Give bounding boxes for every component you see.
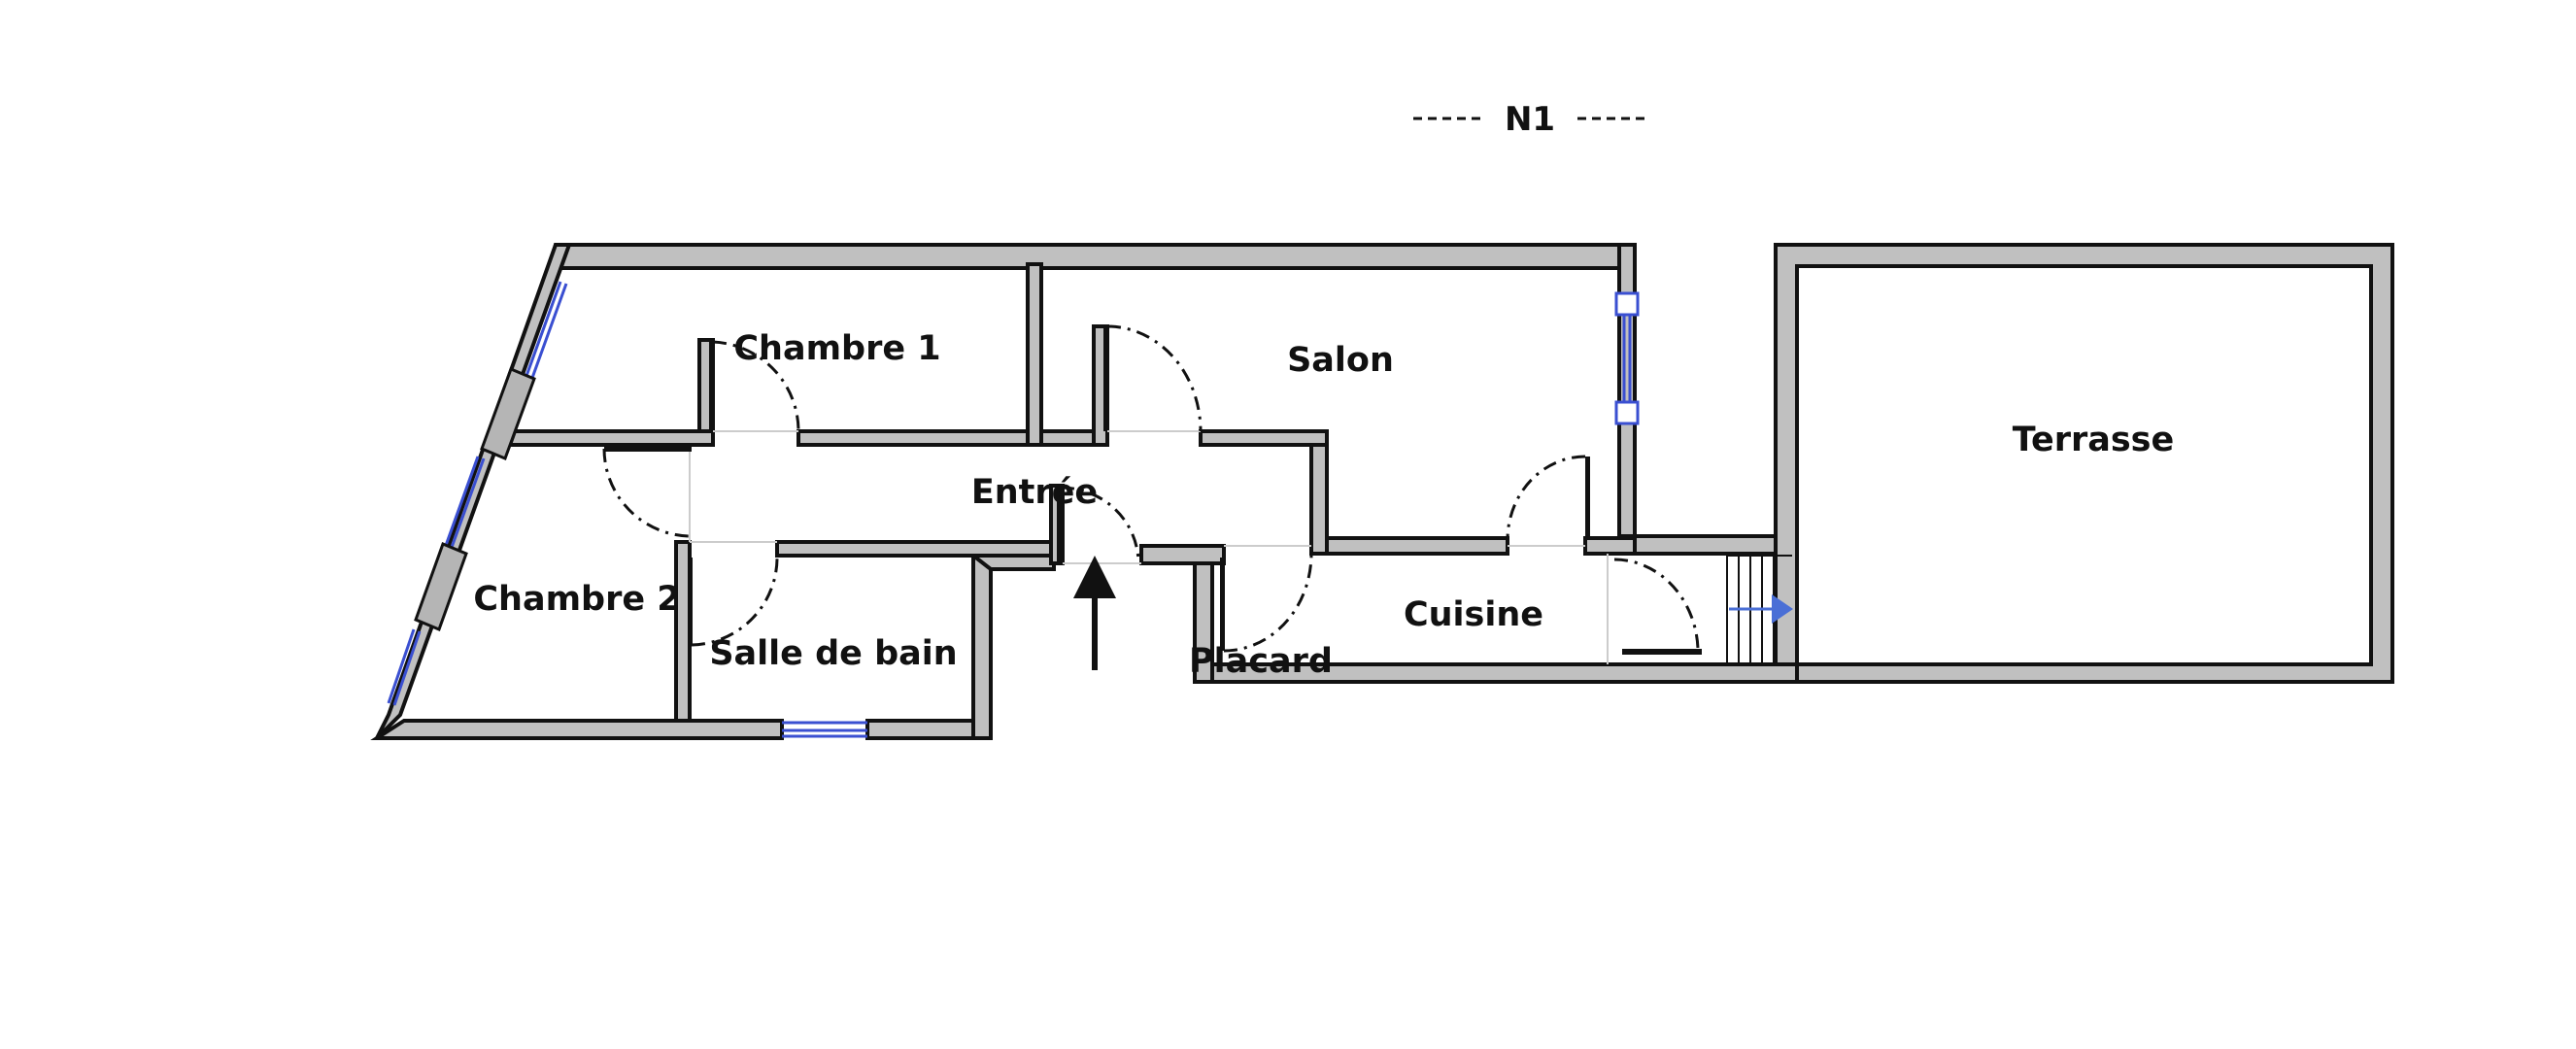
stair-direction-arrow-icon <box>1729 594 1793 624</box>
door-terrace-swing <box>1613 558 1700 650</box>
entrance-arrow-icon <box>1073 556 1116 670</box>
wall-corridor-top-middle <box>797 429 1096 447</box>
door-salon-leaf <box>1103 326 1107 431</box>
room-label-placard: Placard <box>1189 642 1333 681</box>
door-chambre2-swing <box>602 448 691 538</box>
window-salon-handle-bottom <box>1614 400 1640 425</box>
doors <box>602 324 1702 655</box>
wall-salon-left-lower <box>1309 429 1329 556</box>
room-label-entree: Entrée <box>971 473 1098 512</box>
wall-bathroom-right <box>971 554 993 740</box>
window-chambre2-lower-glass-b <box>392 630 422 706</box>
wall-salon-terrace-link <box>1617 534 1794 556</box>
door-bath-leaf <box>688 558 693 645</box>
door-entry-swing <box>1060 486 1140 564</box>
wall-salon-right <box>1617 243 1637 540</box>
room-label-cuisine: Cuisine <box>1404 595 1543 634</box>
door-kitchen-leaf <box>1585 457 1590 540</box>
wall-kitchen-top-right <box>1583 536 1637 556</box>
window-salon-handle-top <box>1614 291 1640 317</box>
wall-chambre2-bath <box>674 540 692 723</box>
wall-corridor-top-right <box>1199 429 1329 447</box>
door-chambre1-swing <box>712 340 800 432</box>
window-chambre1-pier <box>480 367 536 460</box>
door-placard-leaf <box>1220 558 1225 651</box>
door-entry-leaf <box>1057 486 1061 563</box>
wall-corridor-bottom-left <box>775 540 1056 558</box>
floor-level-header: N1 <box>1413 100 1648 139</box>
room-label-salon: Salon <box>1287 341 1394 380</box>
door-chambre1-leaf <box>709 342 713 431</box>
wall-bathroom-notch <box>967 554 1056 571</box>
wall-kitchen-top <box>1309 536 1509 556</box>
door-salon-swing <box>1106 324 1203 432</box>
door-bath-swing <box>691 555 779 647</box>
room-label-chambre2: Chambre 2 <box>473 580 680 619</box>
floor-level-label: N1 <box>1505 100 1555 139</box>
windows <box>387 281 1640 738</box>
door-terrace-leaf <box>1622 649 1702 655</box>
door-kitchen-swing <box>1506 455 1586 541</box>
stairs <box>1726 555 1793 664</box>
door-chambre2-leaf <box>604 447 692 452</box>
wall-outer-top <box>547 243 1633 270</box>
window-chambre2-lower-glass-a <box>387 628 416 704</box>
room-label-chambre1: Chambre 1 <box>733 329 940 368</box>
wall-corridor-top-left <box>507 429 715 447</box>
wall-chambre1-salon <box>1026 262 1043 447</box>
wall-entry-bottom-right <box>1139 544 1226 565</box>
room-label-salle-de-bain: Salle de bain <box>709 634 957 673</box>
wall-outer-bottom-left <box>370 719 784 740</box>
room-labels: Chambre 1 Salon Terrasse Entrée Chambre … <box>473 329 2174 681</box>
window-chambre2-pier <box>414 542 468 631</box>
room-label-terrasse: Terrasse <box>2013 421 2175 459</box>
door-placard-swing <box>1223 555 1313 653</box>
wall-terrace-outer <box>1774 243 2394 684</box>
walls <box>370 243 2394 740</box>
room-dividers <box>689 430 1609 664</box>
